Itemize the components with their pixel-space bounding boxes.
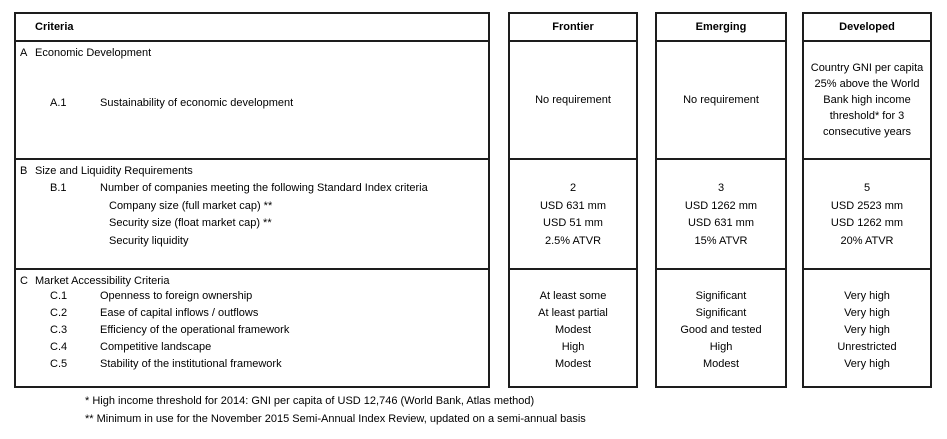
frontier-column: Frontier No requirement 2 USD 631 mm USD… (508, 12, 638, 388)
value-cell: Very high (844, 290, 890, 302)
criteria-table-header: Criteria (16, 14, 488, 42)
criteria-label: Number of companies meeting the followin… (100, 182, 428, 194)
value-cell: 20% ATVR (840, 234, 894, 247)
criteria-number: C.1 (50, 290, 68, 302)
criteria-row-c2: C.2 Ease of capital inflows / outflows (16, 305, 488, 322)
value-cell: Very high (844, 307, 890, 319)
developed-market-accessibility-cell: Very high Very high Very high Unrestrict… (804, 270, 930, 386)
section-c-letter: C (20, 275, 28, 287)
emerging-size-liquidity-cell: 3 USD 1262 mm USD 631 mm 15% ATVR (657, 160, 785, 270)
value-cell: USD 1262 mm (830, 217, 904, 229)
emerging-header: Emerging (657, 14, 785, 42)
criteria-number: C.4 (50, 341, 68, 353)
criteria-label: Efficiency of the operational framework (100, 324, 290, 336)
section-a-letter: A (20, 47, 28, 59)
value-cell: Modest (702, 358, 740, 370)
criteria-label: Security liquidity (109, 234, 189, 247)
value-cell: Very high (844, 358, 890, 370)
section-b-letter: B (20, 165, 28, 177)
frontier-market-accessibility-cell: At least some At least partial Modest Hi… (510, 270, 636, 386)
footnote-minimum-in-use: ** Minimum in use for the November 2015 … (85, 412, 586, 425)
value-cell: At least some (539, 290, 607, 302)
criteria-number: C.2 (50, 307, 68, 319)
criteria-header-label: Criteria (35, 21, 74, 33)
value-cell: 15% ATVR (694, 234, 748, 247)
criteria-number: C.5 (50, 358, 68, 370)
section-c-title: Market Accessibility Criteria (35, 275, 170, 287)
section-b-rows: B.1 Number of companies meeting the foll… (16, 180, 488, 250)
section-b-title-row: B Size and Liquidity Requirements (16, 160, 488, 178)
section-size-liquidity: B Size and Liquidity Requirements B.1 Num… (16, 160, 488, 270)
value-cell: USD 51 mm (543, 217, 603, 229)
value-cell: 2 (569, 182, 577, 194)
section-c-rows: C.1 Openness to foreign ownership C.2 Ea… (16, 288, 488, 373)
value-cell: Very high (844, 324, 890, 336)
value-cell: Modest (554, 324, 592, 336)
value-cell: USD 631 mm (687, 217, 755, 229)
value-cell: 3 (717, 182, 725, 194)
value-cell: Significant (695, 307, 747, 319)
developed-size-liquidity-cell: 5 USD 2523 mm USD 1262 mm 20% ATVR (804, 160, 930, 270)
value-cell: Good and tested (680, 324, 762, 336)
developed-header: Developed (804, 14, 930, 42)
emerging-header-label: Emerging (695, 21, 747, 33)
value-cell: 5 (863, 182, 871, 194)
value-cell: Significant (695, 290, 747, 302)
criteria-label: Openness to foreign ownership (100, 290, 253, 302)
criteria-row-c5: C.5 Stability of the institutional frame… (16, 356, 488, 373)
frontier-header-label: Frontier (552, 21, 594, 33)
criteria-number: C.3 (50, 324, 68, 336)
value-cell: Country GNI per capita 25% above the Wor… (810, 62, 924, 138)
section-b-title: Size and Liquidity Requirements (35, 165, 193, 177)
developed-header-label: Developed (839, 21, 895, 33)
value-cell: High (561, 341, 585, 353)
value-cell: Modest (554, 358, 592, 370)
criteria-label: Security size (float market cap) ** (109, 217, 272, 229)
section-c-title-row: C Market Accessibility Criteria (16, 270, 488, 288)
emerging-market-accessibility-cell: Significant Significant Good and tested … (657, 270, 785, 386)
footnotes: * High income threshold for 2014: GNI pe… (85, 393, 586, 428)
criteria-row-a1: A.1 Sustainability of economic developme… (16, 95, 488, 113)
value-cell: 2.5% ATVR (544, 234, 602, 247)
value-cell: High (709, 341, 733, 353)
value-cell: USD 2523 mm (830, 199, 904, 212)
developed-column: Developed Country GNI per capita 25% abo… (802, 12, 932, 388)
criteria-label: Sustainability of economic development (100, 97, 294, 109)
value-cell: USD 1262 mm (684, 199, 758, 212)
criteria-row-c1: C.1 Openness to foreign ownership (16, 288, 488, 305)
criteria-number: B.1 (50, 182, 67, 194)
criteria-table: Criteria A Economic Development A.1 Susta… (14, 12, 490, 388)
developed-economic-development-cell: Country GNI per capita 25% above the Wor… (804, 42, 930, 160)
frontier-economic-development-cell: No requirement (510, 42, 636, 160)
criteria-row-b1: B.1 Number of companies meeting the foll… (16, 180, 488, 198)
criteria-label: Ease of capital inflows / outflows (100, 307, 259, 319)
section-economic-development: A Economic Development A.1 Sustainability… (16, 42, 488, 160)
value-cell: USD 631 mm (539, 199, 607, 212)
value-cell: At least partial (538, 307, 608, 319)
criteria-label: Company size (full market cap) ** (109, 199, 273, 212)
value-cell: No requirement (683, 94, 759, 106)
criteria-label: Competitive landscape (100, 341, 212, 353)
criteria-row-company-size: Company size (full market cap) ** (16, 198, 488, 216)
criteria-number: A.1 (50, 97, 67, 109)
criteria-label: Stability of the institutional framework (100, 358, 282, 370)
section-a-title: Economic Development (35, 47, 152, 59)
criteria-row-security-size: Security size (float market cap) ** (16, 215, 488, 233)
frontier-header: Frontier (510, 14, 636, 42)
value-cell: Unrestricted (837, 341, 897, 353)
emerging-economic-development-cell: No requirement (657, 42, 785, 160)
value-cell: No requirement (535, 94, 611, 106)
emerging-column: Emerging No requirement 3 USD 1262 mm US… (655, 12, 787, 388)
criteria-row-security-liquidity: Security liquidity (16, 233, 488, 251)
frontier-size-liquidity-cell: 2 USD 631 mm USD 51 mm 2.5% ATVR (510, 160, 636, 270)
section-market-accessibility: C Market Accessibility Criteria C.1 Openn… (16, 270, 488, 386)
criteria-row-c4: C.4 Competitive landscape (16, 339, 488, 356)
section-a-title-row: A Economic Development (16, 42, 488, 60)
criteria-row-c3: C.3 Efficiency of the operational framew… (16, 322, 488, 339)
footnote-high-income-threshold: * High income threshold for 2014: GNI pe… (85, 395, 535, 407)
